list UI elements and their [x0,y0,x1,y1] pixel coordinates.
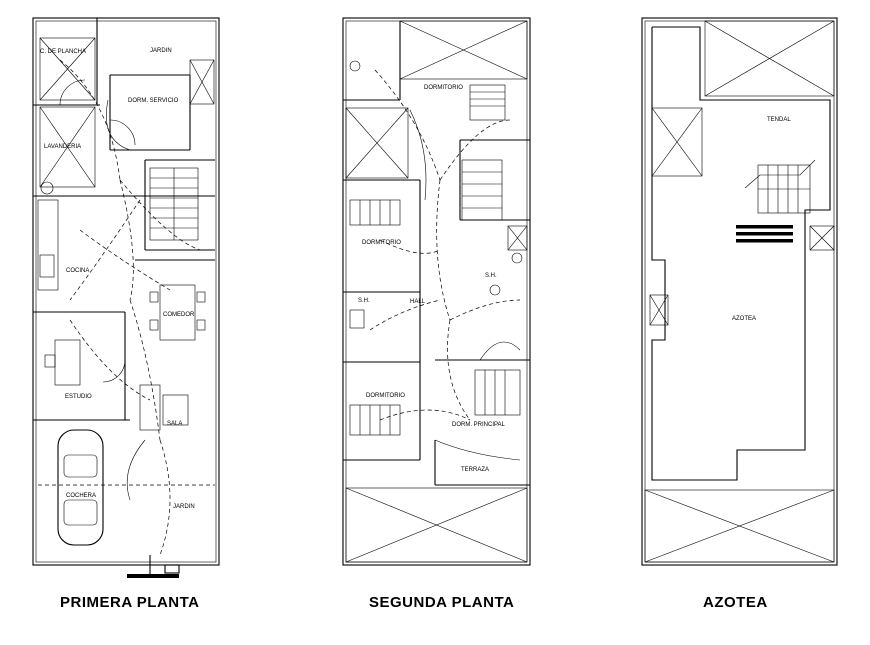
primera-planta-plan [32,17,220,578]
plan-title-primera-planta: PRIMERA PLANTA [60,594,200,611]
room-label: DORM. SERVICIO [128,98,179,104]
plan-title-azotea: AZOTEA [703,594,768,611]
room-label: HALL [410,299,426,305]
room-label: TENDAL [767,117,791,123]
segunda-planta-plan [342,17,531,566]
room-label: S.H. [358,298,370,304]
room-label: S.H. [485,273,497,279]
room-labels: C. DE PLANCHA JARDIN DORM. SERVICIO LAVA… [40,48,791,510]
room-label: DORMITORIO [362,240,401,246]
azotea-plan [641,17,838,566]
room-label: COCINA [66,268,89,274]
room-label: AZOTEA [732,316,756,322]
plan-title-segunda-planta: SEGUNDA PLANTA [369,594,515,611]
room-label: LAVANDERIA [44,144,81,150]
room-label: SALA [167,421,182,427]
room-label: DORM. PRINCIPAL [452,422,506,428]
room-label: COMEDOR [163,312,195,318]
room-label: COCHERA [66,493,96,499]
room-label: JARDIN [150,48,172,54]
room-label: DORMITORIO [424,85,463,91]
room-label: C. DE PLANCHA [40,49,86,55]
room-label: TERRAZA [461,467,489,473]
room-label: ESTUDIO [65,394,92,400]
room-label: DORMITORIO [366,393,405,399]
room-label: JARDIN [173,504,195,510]
